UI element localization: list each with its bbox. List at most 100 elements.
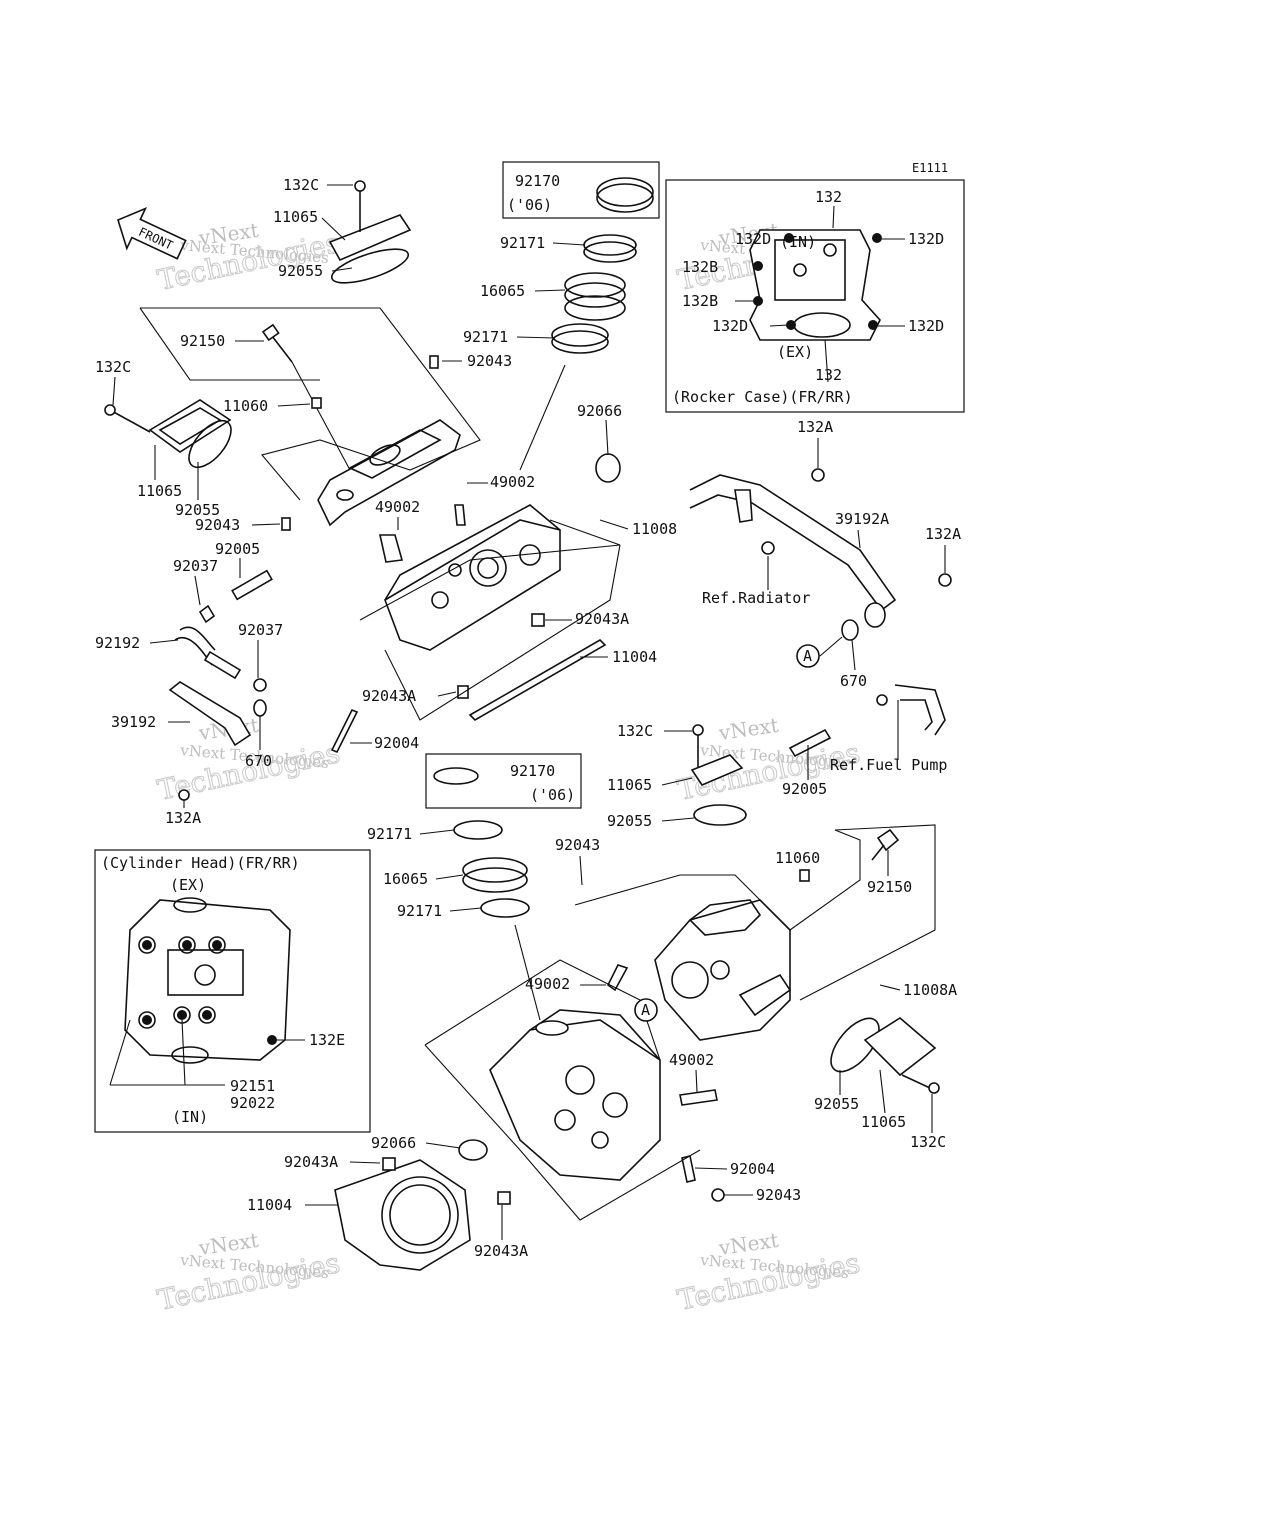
part-label: 132B (682, 292, 718, 310)
water-pipe-39192a (689, 468, 952, 641)
part-label: 132 (815, 366, 842, 384)
part-label: 132C (283, 176, 319, 194)
part-label: 11065 (861, 1113, 906, 1131)
part-label: 92055 (278, 262, 323, 280)
intake-boot-front (453, 820, 541, 1021)
part-label: 92043 (756, 1186, 801, 1204)
part-label: 132A (165, 809, 201, 827)
part-label: 92150 (180, 332, 225, 350)
part-label: 132D (908, 317, 944, 335)
part-label: 92066 (577, 402, 622, 420)
part-label: 11004 (612, 648, 657, 666)
part-label: 132C (617, 722, 653, 740)
cylinder-head-11008 (330, 453, 621, 754)
clamp-inset-mid-part: 92170 (510, 762, 555, 780)
part-label: 11065 (137, 482, 182, 500)
part-label: 92171 (463, 328, 508, 346)
part-label: 92043A (474, 1242, 528, 1260)
rocker-case-drawing (749, 229, 882, 341)
part-label: 132E (309, 1031, 345, 1049)
rocker-case-title: (Rocker Case)(FR/RR) (672, 388, 853, 406)
part-label: 670 (245, 752, 272, 770)
cyl-inset-ex: (EX) (170, 876, 206, 894)
intake-boot-top (519, 234, 637, 471)
cylinder-head-top-view (109, 897, 305, 1086)
part-label: 132C (95, 358, 131, 376)
rocker-cover-front (574, 724, 940, 1094)
part-label: 92066 (371, 1134, 416, 1152)
part-label: 92055 (175, 501, 220, 519)
part-label: 132D (908, 230, 944, 248)
part-label: 16065 (480, 282, 525, 300)
rocker-case-inset (665, 179, 965, 413)
part-label: 92004 (374, 734, 419, 752)
part-label: 92004 (730, 1160, 775, 1178)
part-label: 132D (712, 317, 748, 335)
callout-text: A (641, 1001, 650, 1019)
rocker-ex-label: (EX) (777, 343, 813, 361)
part-label: 11065 (273, 208, 318, 226)
cylinder-head-11008a (334, 959, 725, 1271)
part-label: 92055 (607, 812, 652, 830)
part-label: 92151 (230, 1077, 275, 1095)
part-label: 92043 (555, 836, 600, 854)
hose-group-left (168, 604, 267, 801)
part-label: 11060 (775, 849, 820, 867)
rocker-cover-rear (104, 180, 481, 601)
part-label: 92043A (284, 1153, 338, 1171)
part-label: 92043 (195, 516, 240, 534)
part-label: 132A (925, 525, 961, 543)
clamp-inset-mid-year: ('06) (530, 786, 575, 804)
part-label: 92055 (814, 1095, 859, 1113)
part-label: 670 (840, 672, 867, 690)
cyl-inset-in: (IN) (172, 1108, 208, 1126)
part-label: 92171 (397, 902, 442, 920)
part-label: 132A (797, 418, 833, 436)
part-label: 92192 (95, 634, 140, 652)
part-label: 92150 (867, 878, 912, 896)
clamp-icon (433, 767, 479, 785)
part-label: 11065 (607, 776, 652, 794)
part-label: 92043 (467, 352, 512, 370)
clamp-inset-top-year: ('06) (507, 196, 552, 214)
part-label: 132B (682, 258, 718, 276)
part-label: 132D (735, 230, 771, 248)
diagram-id: E1111 (912, 161, 948, 175)
watermark-text: vNext (716, 713, 780, 745)
cylinder-head-inset (94, 849, 371, 1133)
rocker-in-label: (IN) (780, 233, 816, 251)
callout-text: A (803, 647, 812, 665)
part-label: Ref.Radiator (702, 589, 810, 607)
part-label: 39192 (111, 713, 156, 731)
clamp-inset-top-part: 92170 (515, 172, 560, 190)
part-label: Ref.Fuel Pump (830, 756, 947, 774)
callout-circle (796, 644, 820, 668)
clamp-icon (596, 177, 654, 207)
part-label: 132 (815, 188, 842, 206)
part-label: 92022 (230, 1094, 275, 1112)
part-label: 92043A (575, 610, 629, 628)
leader-lines (112, 184, 946, 1240)
part-label: 92171 (367, 825, 412, 843)
part-label: 16065 (383, 870, 428, 888)
part-label: 49002 (375, 498, 420, 516)
cyl-inset-title: (Cylinder Head)(FR/RR) (101, 854, 300, 872)
part-label: 92171 (500, 234, 545, 252)
part-label: 11008 (632, 520, 677, 538)
part-label: 49002 (525, 975, 570, 993)
part-label: 92043A (362, 687, 416, 705)
part-label: 49002 (490, 473, 535, 491)
part-label: 132C (910, 1133, 946, 1151)
part-label: 92005 (215, 540, 260, 558)
part-label: 11004 (247, 1196, 292, 1214)
fuel-pump-pipe (788, 684, 946, 758)
part-label: 11060 (223, 397, 268, 415)
callout-circle (634, 998, 658, 1022)
part-label: 39192A (835, 510, 889, 528)
part-label: 92037 (238, 621, 283, 639)
part-labels: 132C 11065 92055 92150 11060 132C 11065 … (95, 176, 961, 1260)
clamp-inset-top (502, 161, 660, 219)
part-label: 49002 (669, 1051, 714, 1069)
part-label: 92037 (173, 557, 218, 575)
